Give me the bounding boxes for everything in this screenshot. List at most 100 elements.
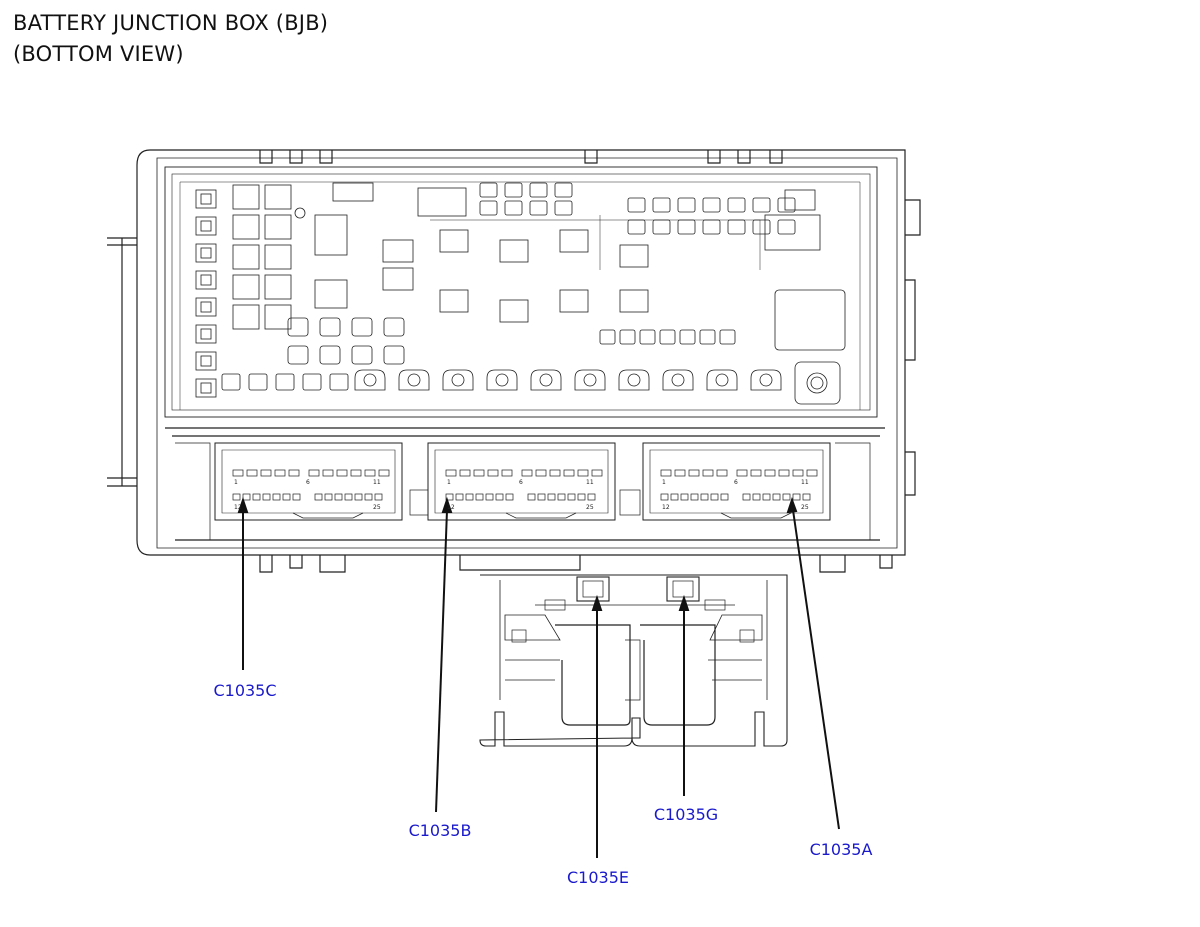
mini-fuse <box>619 329 636 345</box>
j-case-fuse <box>618 369 650 391</box>
pin-number: 6 <box>734 479 738 486</box>
pin-number: 25 <box>801 504 809 511</box>
connector-pin <box>495 493 504 501</box>
diagram-subtitle: (BOTTOM VIEW) <box>13 42 184 66</box>
pin-number: 11 <box>586 479 594 486</box>
fuse-socket <box>351 317 373 337</box>
callout-c1035g: C1035G <box>653 805 719 824</box>
relay-socket <box>314 214 348 256</box>
mini-fuse <box>195 351 217 371</box>
mini-fuse <box>627 219 646 235</box>
mini-fuse <box>529 182 548 198</box>
connector-pin <box>364 493 373 501</box>
connector-pin <box>720 493 729 501</box>
connector-pin <box>505 493 514 501</box>
mini-fuse <box>777 197 796 213</box>
fuse-window <box>407 373 421 387</box>
relay-socket <box>417 187 467 217</box>
connector-pin <box>577 469 589 477</box>
fuse-window <box>539 373 553 387</box>
connector-pin <box>587 493 596 501</box>
mini-fuse <box>195 270 217 290</box>
relay-socket <box>764 214 821 251</box>
mini-fuse <box>727 219 746 235</box>
mini-fuse <box>679 329 696 345</box>
connector-pin <box>710 493 719 501</box>
callout-c1035b: C1035B <box>408 821 472 840</box>
callout-c1035e: C1035E <box>567 868 629 887</box>
pin-number: 11 <box>373 479 381 486</box>
connector-latch <box>720 512 792 519</box>
relay-socket <box>619 289 649 313</box>
connector-pin-rows <box>232 469 818 519</box>
connector-pin <box>344 493 353 501</box>
pin-number: 6 <box>306 479 310 486</box>
connector-pin <box>364 469 376 477</box>
fuse-terminal <box>200 382 212 394</box>
connector-pin <box>806 469 818 477</box>
relay-socket <box>784 189 816 211</box>
fuse-socket <box>319 317 341 337</box>
relay-socket <box>232 244 260 270</box>
relay-socket <box>559 289 589 313</box>
relay-socket <box>314 279 348 309</box>
connector-pin <box>288 469 300 477</box>
connector-pin <box>324 493 333 501</box>
relay-socket <box>774 289 846 351</box>
pin-number: 12 <box>662 504 670 511</box>
callout-c1035c: C1035C <box>213 681 277 700</box>
connector-pin <box>282 493 291 501</box>
relay-socket <box>619 244 649 268</box>
j-case-fuse <box>354 369 386 391</box>
connector-pin <box>700 493 709 501</box>
j-case-fuse <box>662 369 694 391</box>
pin-number: 25 <box>373 504 381 511</box>
connector-pin <box>445 469 457 477</box>
connector-pin <box>354 493 363 501</box>
diagram-title: BATTERY JUNCTION BOX (BJB) <box>13 11 329 35</box>
connector-pin <box>688 469 700 477</box>
fuse-relay-area <box>179 181 861 410</box>
relay-socket <box>232 214 260 240</box>
mini-fuse <box>479 182 498 198</box>
mini-fuse <box>599 329 616 345</box>
locator-mark <box>294 207 306 219</box>
fuse-terminal <box>200 355 212 367</box>
leader-lines <box>237 496 840 858</box>
mini-fuse <box>652 219 671 235</box>
connector-pin <box>374 493 383 501</box>
j-case-fuse <box>750 369 782 391</box>
connector-pin <box>455 493 464 501</box>
connector-pin <box>445 493 454 501</box>
connector-pin <box>680 493 689 501</box>
connector-pin <box>232 493 241 501</box>
pin-number: 1 <box>447 479 451 486</box>
connector-pin <box>778 469 790 477</box>
mini-fuse <box>302 373 322 391</box>
connector-pin <box>563 469 575 477</box>
relay-socket <box>382 239 414 263</box>
relay-socket <box>499 299 529 323</box>
connector-pin <box>350 469 362 477</box>
mini-fuse <box>195 216 217 236</box>
connector-pin <box>242 493 251 501</box>
fuse-window <box>363 373 377 387</box>
mini-fuse <box>777 219 796 235</box>
connector-pin <box>557 493 566 501</box>
mini-fuse <box>627 197 646 213</box>
connector-pin <box>473 469 485 477</box>
mini-fuse <box>329 373 349 391</box>
connector-pin <box>591 469 603 477</box>
connector-pin <box>802 493 811 501</box>
mini-fuse <box>195 324 217 344</box>
connector-pin <box>336 469 348 477</box>
fuse-terminal <box>200 220 212 232</box>
connector-pin <box>702 469 714 477</box>
pin-number: 11 <box>801 479 809 486</box>
connector-pin <box>690 493 699 501</box>
fuse-window <box>495 373 509 387</box>
connector-housing-c1035a <box>619 442 871 541</box>
relay-socket <box>264 274 292 300</box>
connector-housing-c1035c <box>175 442 403 541</box>
connector-pin <box>252 493 261 501</box>
